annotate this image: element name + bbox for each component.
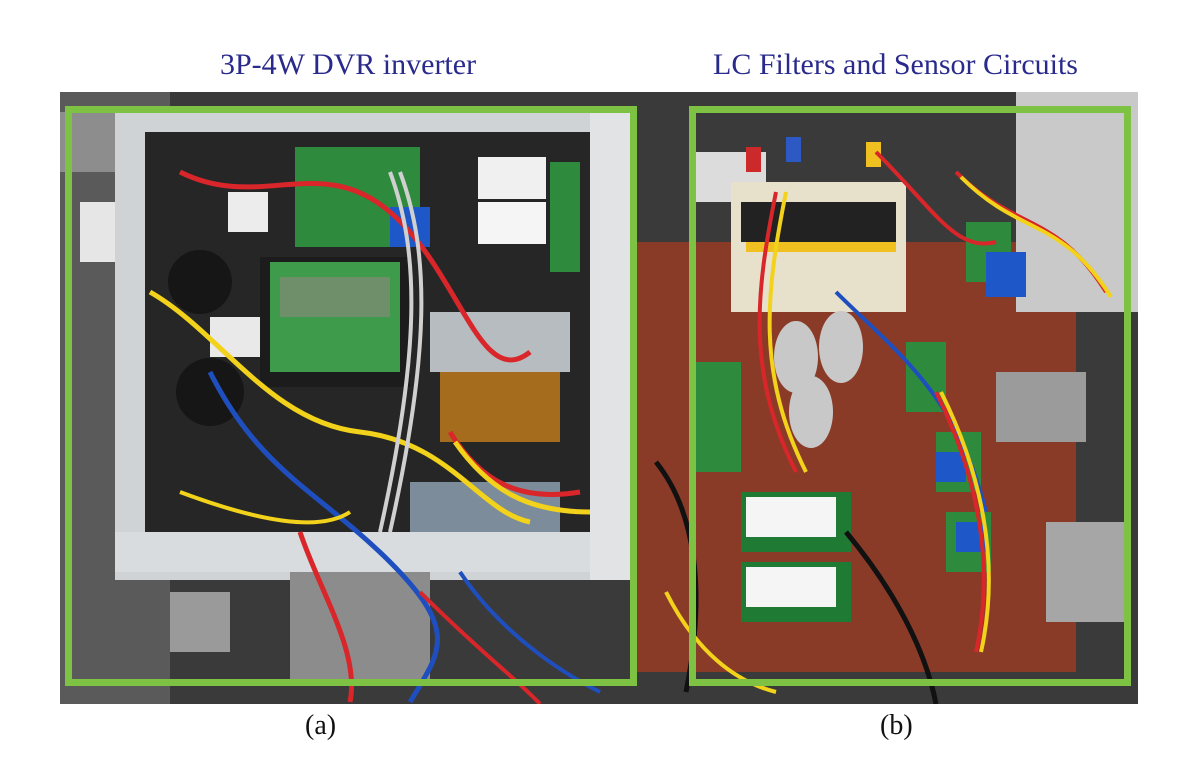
inverter-photo: [60, 92, 638, 704]
right-sub-label: (b): [880, 710, 913, 741]
filters-photo-drawing: [636, 92, 1138, 704]
right-caption: LC Filters and Sensor Circuits: [713, 48, 1078, 81]
filters-highlight-frame: [689, 106, 1131, 686]
left-sub-label: (a): [305, 710, 337, 741]
filters-photo: [636, 92, 1138, 704]
left-caption: 3P-4W DVR inverter: [220, 48, 477, 81]
inverter-highlight-frame: [65, 106, 637, 686]
inverter-photo-drawing: [60, 92, 638, 704]
